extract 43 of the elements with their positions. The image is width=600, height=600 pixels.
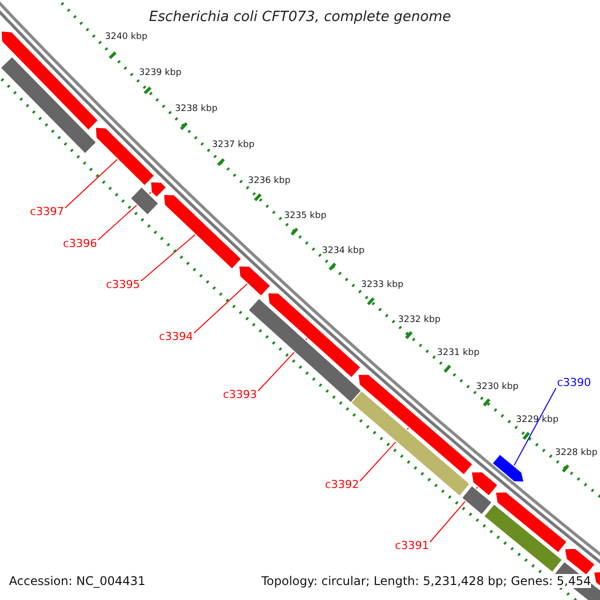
gene-feature [238,265,272,297]
gene-feature [358,374,474,476]
leader-line [194,283,248,334]
gene-feature [0,30,99,132]
leader-line [64,158,118,208]
accession-text: Accession: NC_004431 [9,574,146,588]
gene-feature [492,454,525,483]
tick-label: 3234 kbp [322,246,364,256]
tick-label: 3228 kbp [555,448,598,458]
gene-label: c3396 [63,237,98,250]
gene-feature [470,471,499,497]
tick-label: 3232 kbp [398,315,440,325]
gene-feature [267,292,362,378]
tick-label: 3238 kbp [175,104,218,114]
feature-bar [461,484,493,516]
gene-label: c3395 [106,278,140,291]
gene-feature [94,126,156,186]
feature-bar [554,560,600,600]
tick-label: 3239 kbp [139,68,182,78]
gene-feature [150,181,168,198]
tick-label: 3237 kbp [212,140,254,150]
tick-label: 3233 kbp [361,280,404,290]
title: Escherichia coli CFT073, complete genome [148,9,452,25]
genome-info-text: Topology: circular; Length: 5,231,428 bp; Genes: 5,454 [259,574,591,588]
gene-feature [494,491,568,554]
gene-feature [564,548,596,576]
feature-bar [483,503,563,573]
feature-bar [0,56,98,154]
gene-label: c3393 [223,388,258,401]
tick-label: 3231 kbp [437,348,480,358]
tick-label: 3235 kbp [284,211,326,221]
tick-label: 3240 kbp [105,32,148,42]
gene-label: c3392 [325,478,360,491]
tick-label: 3229 kbp [516,415,558,425]
leader-line [513,388,556,466]
gene-label: c3397 [30,205,64,218]
tick-label: 3230 kbp [476,382,518,392]
gene-label: c3390 [557,376,592,389]
gene-label: c3391 [395,539,430,552]
gene-label: c3394 [159,330,194,343]
leader-line [140,234,196,282]
gene-feature [163,194,242,270]
tick-label: 3236 kbp [248,176,290,186]
